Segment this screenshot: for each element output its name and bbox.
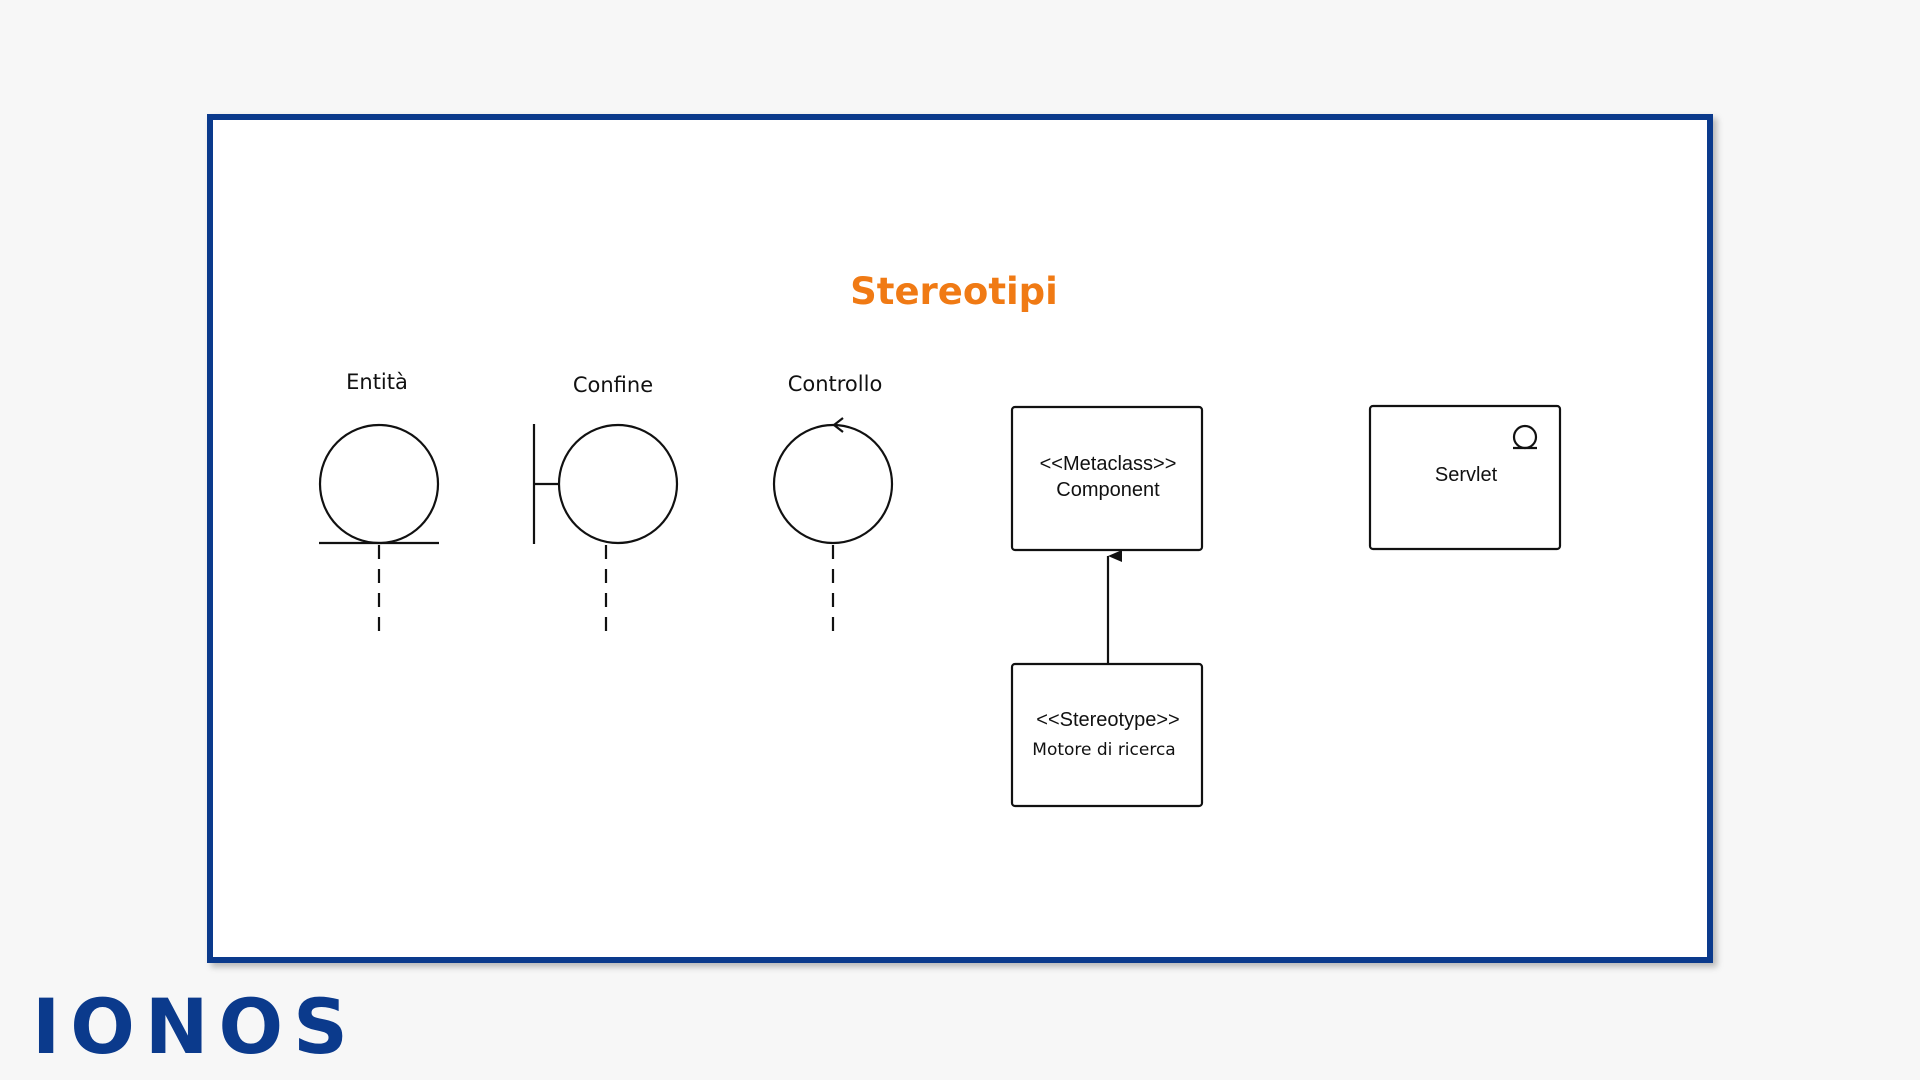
control-circle [772, 423, 894, 545]
servlet-rect [1368, 404, 1562, 551]
control-symbol: Controllo [772, 372, 894, 640]
stereotype-box: <<Stereotype>> Motore di ricerca [1010, 662, 1204, 808]
boundary-circle [557, 423, 679, 545]
stereotype-rect [1010, 662, 1204, 808]
control-arrow-icon [832, 417, 844, 433]
metaclass-stereotype-text: <<Metaclass>> [1040, 453, 1177, 475]
servlet-interface-icon [1512, 424, 1538, 450]
metaclass-name-text: Component [1056, 479, 1160, 501]
metaclass-rect [1010, 405, 1204, 552]
boundary-label: Confine [573, 373, 653, 397]
stereotype-name-text: Motore di ricerca [1032, 740, 1175, 760]
servlet-box: Servlet [1368, 404, 1562, 551]
diagram-title: Stereotipi [850, 270, 1058, 313]
control-label: Controllo [788, 372, 883, 396]
entity-symbol: Entità [318, 370, 440, 640]
servlet-label: Servlet [1435, 464, 1498, 486]
boundary-symbol: Confine [532, 373, 679, 640]
ionos-logo: IONOS [32, 982, 358, 1071]
entity-label: Entità [346, 370, 408, 394]
entity-circle [318, 423, 440, 545]
stereotype-stereotype-text: <<Stereotype>> [1036, 709, 1179, 731]
metaclass-box: <<Metaclass>> Component [1010, 405, 1204, 552]
